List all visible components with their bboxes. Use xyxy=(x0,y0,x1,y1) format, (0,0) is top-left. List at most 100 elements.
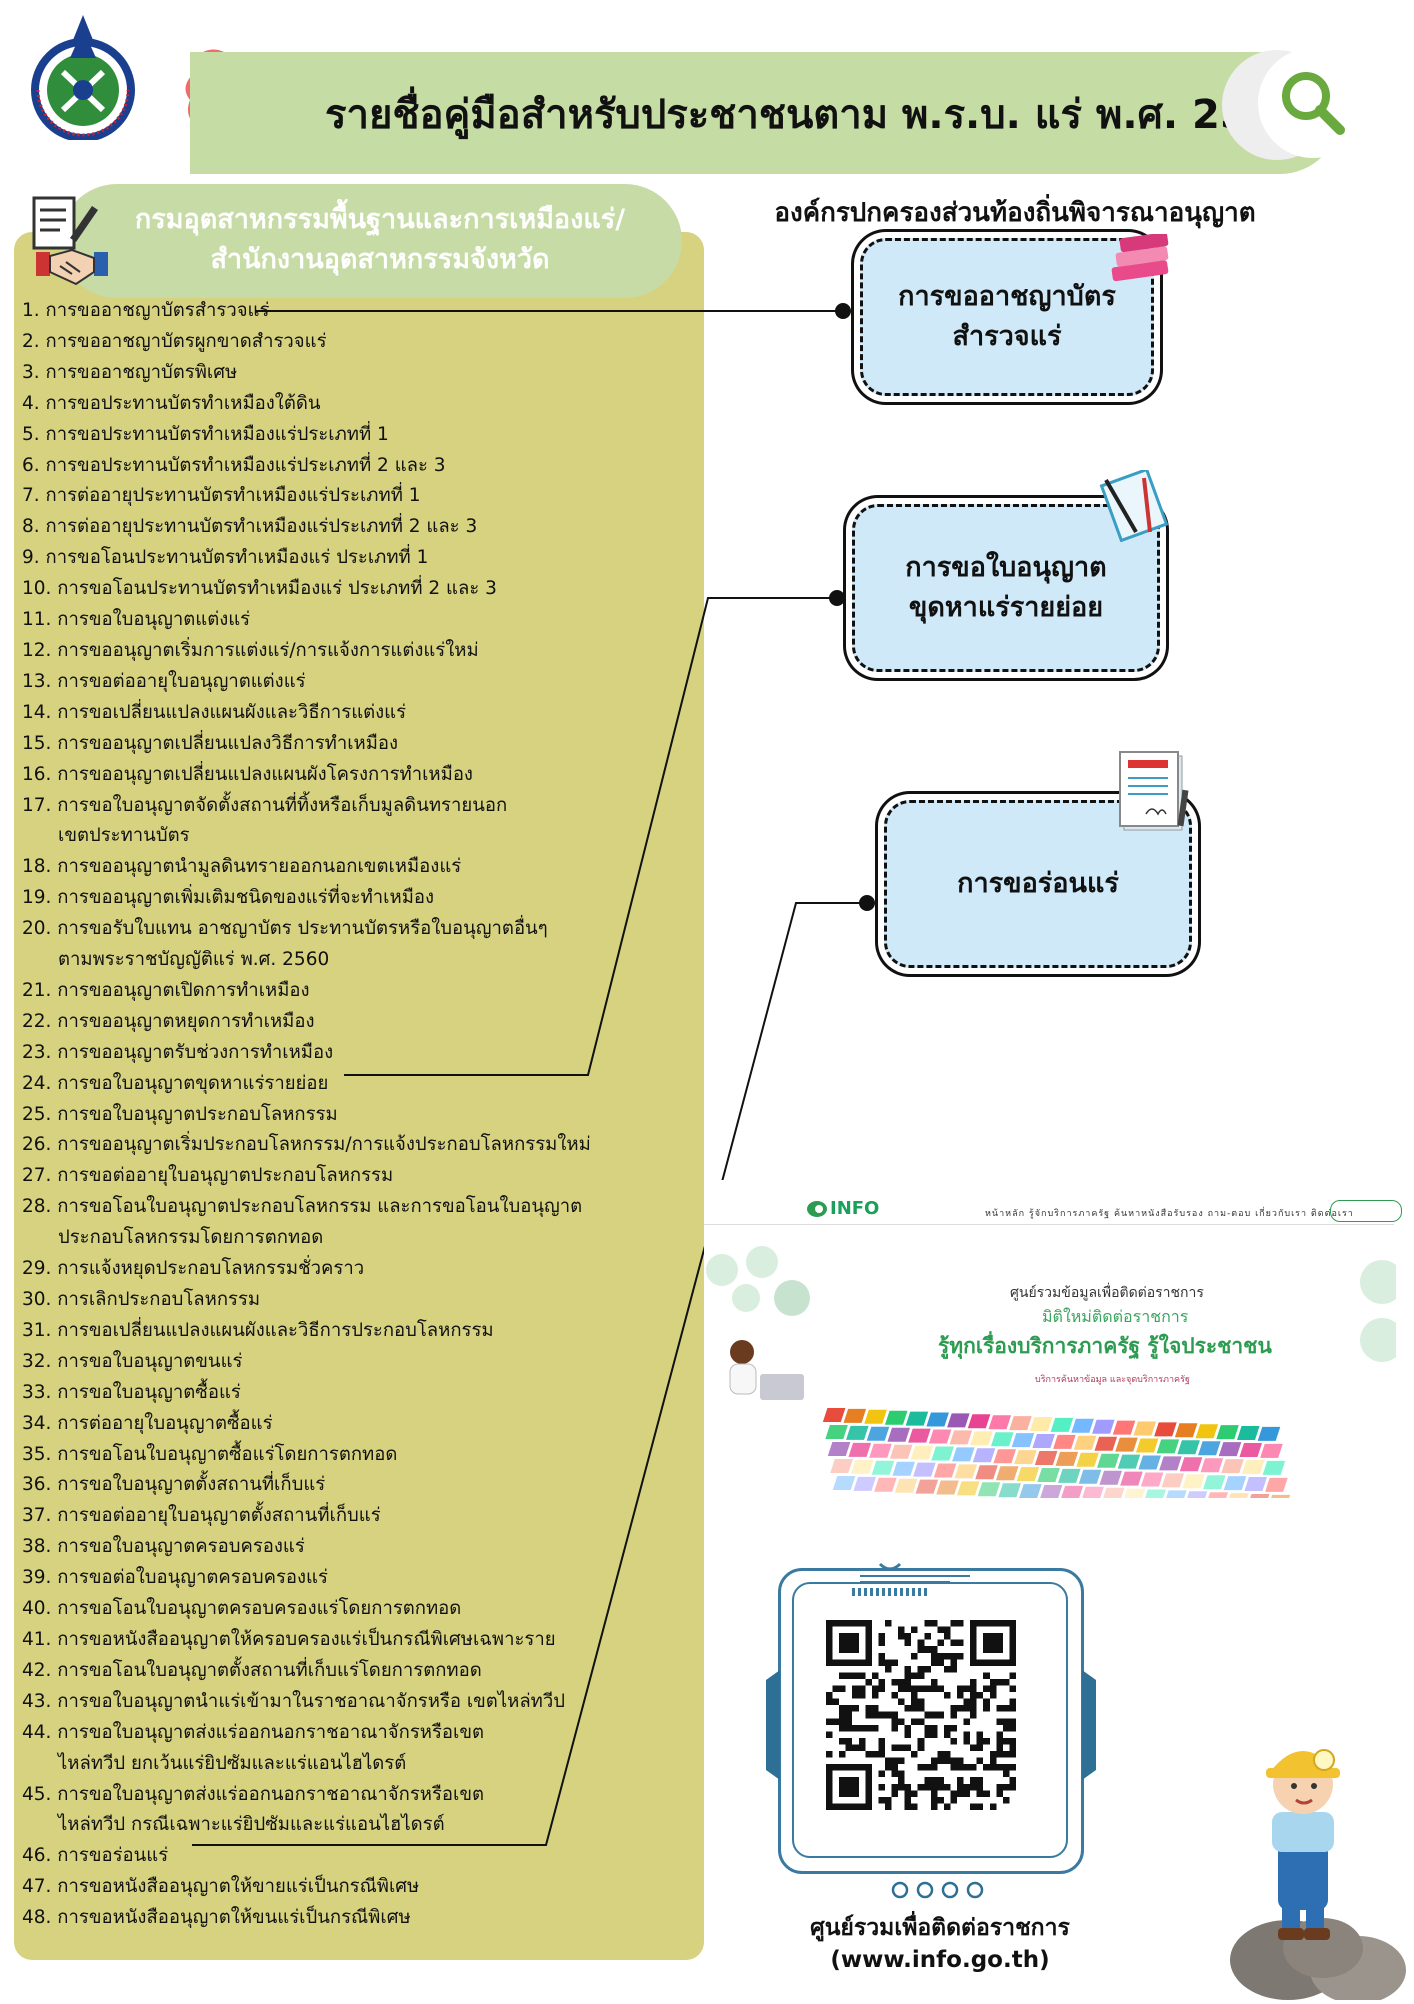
person-laptop-illustration xyxy=(712,1330,822,1410)
procedure-item: 32. การขอใบอนุญาตขนแร่ xyxy=(22,1347,692,1378)
procedure-item: 31. การขอเปลี่ยนแปลงแผนผังและวิธีการประก… xyxy=(22,1316,692,1347)
procedure-item-text: 25. การขอใบอนุญาตประกอบโลหกรรม xyxy=(22,1103,338,1125)
dpim-logo xyxy=(18,10,148,142)
procedure-item-text: 44. การขอใบอนุญาตส่งแร่ออกนอกราชอาณาจักร… xyxy=(22,1721,484,1743)
website-menu: หน้าหลัก รู้จักบริการภาครัฐ ค้นหาหนังสือ… xyxy=(985,1209,1354,1219)
procedure-item: 4. การขอประทานบัตรทำเหมืองใต้ดิน xyxy=(22,389,692,420)
procedure-item-text: 10. การขอโอนประทานบัตรทำเหมืองแร่ ประเภท… xyxy=(22,578,497,600)
procedure-item: 24. การขอใบอนุญาตขุดหาแร่รายย่อย xyxy=(22,1069,692,1100)
website-hero-icons xyxy=(704,1240,844,1330)
procedure-item-text: 32. การขอใบอนุญาตขนแร่ xyxy=(22,1350,243,1372)
procedure-item-text: 38. การขอใบอนุญาตครอบครองแร่ xyxy=(22,1536,305,1558)
procedure-item: 27. การขอต่ออายุใบอนุญาตประกอบโลหกรรม xyxy=(22,1161,692,1192)
procedure-item: 20. การขอรับใบแทน อาชญาบัตร ประทานบัตรหร… xyxy=(22,914,692,976)
procedure-item-text: 35. การขอโอนใบอนุญาตซื้อแร่โดยการตกทอด xyxy=(22,1443,398,1465)
procedure-item: 14. การขอเปลี่ยนแปลงแผนผังและวิธีการแต่ง… xyxy=(22,698,692,729)
procedure-item-text: 4. การขอประทานบัตรทำเหมืองใต้ดิน xyxy=(22,392,321,414)
procedure-item-text: 2. การขออาชญาบัตรผูกขาดสำรวจแร่ xyxy=(22,330,327,352)
procedure-item: 7. การต่ออายุประทานบัตรทำเหมืองแร่ประเภท… xyxy=(22,481,692,512)
procedure-item: 18. การขออนุญาตนำมูลดินทรายออกนอกเขตเหมื… xyxy=(22,852,692,883)
procedure-item-text: 30. การเลิกประกอบโลหกรรม xyxy=(22,1289,261,1310)
document-pen-icon xyxy=(30,196,100,250)
info-logo-icon xyxy=(806,1200,828,1218)
qr-caption-line-1: ศูนย์รวมเพื่อติดต่อราชการ xyxy=(810,1915,1070,1941)
department-line-1: กรมอุตสาหกรรมพื้นฐานและการเหมืองแร่/ xyxy=(134,204,626,235)
procedure-item-text: 16. การขออนุญาตเปลี่ยนแปลงแผนผังโครงการท… xyxy=(22,763,473,785)
search-icon xyxy=(1258,48,1368,158)
procedure-item: 21. การขออนุญาตเปิดการทำเหมือง xyxy=(22,976,692,1007)
qr-code xyxy=(826,1620,1016,1810)
procedure-item-text: 13. การขอต่ออายุใบอนุญาตแต่งแร่ xyxy=(22,670,306,692)
procedure-item: 44. การขอใบอนุญาตส่งแร่ออกนอกราชอาณาจักร… xyxy=(22,1718,692,1780)
procedure-item-text: 27. การขอต่ออายุใบอนุญาตประกอบโลหกรรม xyxy=(22,1165,394,1187)
qr-caption: ศูนย์รวมเพื่อติดต่อราชการ (www.info.go.t… xyxy=(760,1912,1120,1976)
bubble-small-mining-license: การขอใบอนุญาต ขุดหาแร่รายย่อย xyxy=(852,504,1160,672)
procedure-item: 15. การขออนุญาตเปลี่ยนแปลงวิธีการทำเหมือ… xyxy=(22,729,692,760)
procedure-item: 47. การขอหนังสืออนุญาตให้ขายแร่เป็นกรณีพ… xyxy=(22,1872,692,1903)
procedure-item-text: 24. การขอใบอนุญาตขุดหาแร่รายย่อย xyxy=(22,1072,329,1094)
procedure-item: 6. การขอประทานบัตรทำเหมืองแร่ประเภทที่ 2… xyxy=(22,451,692,482)
website-tagline: บริการค้นหาข้อมูล และจุดบริการภาครัฐ xyxy=(1035,1375,1190,1385)
procedure-item-text: 34. การต่ออายุใบอนุญาตซื้อแร่ xyxy=(22,1412,273,1434)
procedure-item: 12. การขออนุญาตเริ่มการแต่งแร่/การแจ้งกา… xyxy=(22,636,692,667)
handshake-icon xyxy=(36,244,108,288)
procedure-item-text: 14. การขอเปลี่ยนแปลงแผนผังและวิธีการแต่ง… xyxy=(22,701,407,723)
website-navbar xyxy=(704,1190,1394,1225)
bubble-exploration-license: การขออาชญาบัตร สำรวจแร่ xyxy=(860,238,1154,396)
website-side-icons xyxy=(1356,1256,1404,1366)
procedure-item: 33. การขอใบอนุญาตซื้อแร่ xyxy=(22,1378,692,1409)
qr-caption-line-2: (www.info.go.th) xyxy=(830,1947,1050,1973)
qr-frame-decor-top xyxy=(820,1558,980,1598)
procedure-item-text: 46. การขอร่อนแร่ xyxy=(22,1845,169,1867)
procedure-item: 5. การขอประทานบัตรทำเหมืองแร่ประเภทที่ 1 xyxy=(22,420,692,451)
procedure-item-text: 17. การขอใบอนุญาตจัดตั้งสถานที่ทิ้งหรือเ… xyxy=(22,794,508,816)
procedure-item: 45. การขอใบอนุญาตส่งแร่ออกนอกราชอาณาจักร… xyxy=(22,1780,692,1842)
bubble1-line-2: สำรวจแร่ xyxy=(952,321,1062,352)
procedure-item: 17. การขอใบอนุญาตจัดตั้งสถานที่ทิ้งหรือเ… xyxy=(22,791,692,853)
procedure-list-panel xyxy=(14,232,704,1960)
procedure-item-text: 28. การขอโอนใบอนุญาตประกอบโลหกรรม และการ… xyxy=(22,1196,583,1218)
procedure-item-text: 48. การขอหนังสืออนุญาตให้ขนแร่เป็นกรณีพิ… xyxy=(22,1907,411,1929)
procedure-item-text: 36. การขอใบอนุญาตตั้งสถานที่เก็บแร่ xyxy=(22,1474,326,1496)
procedure-item-continuation: ตามพระราชบัญญัติแร่ พ.ศ. 2560 xyxy=(58,949,330,971)
procedure-item: 35. การขอโอนใบอนุญาตซื้อแร่โดยการตกทอด xyxy=(22,1440,692,1471)
procedure-item-text: 37. การขอต่ออายุใบอนุญาตตั้งสถานที่เก็บแ… xyxy=(22,1505,381,1527)
procedure-item: 25. การขอใบอนุญาตประกอบโลหกรรม xyxy=(22,1100,692,1131)
procedure-item-text: 47. การขอหนังสืออนุญาตให้ขายแร่เป็นกรณีพ… xyxy=(22,1876,420,1898)
procedure-item: 48. การขอหนังสืออนุญาตให้ขนแร่เป็นกรณีพิ… xyxy=(22,1903,692,1934)
procedure-item: 43. การขอใบอนุญาตนำแร่เข้ามาในราชอาณาจัก… xyxy=(22,1687,692,1718)
procedure-item-text: 33. การขอใบอนุญาตซื้อแร่ xyxy=(22,1381,241,1403)
info-logo: INFO xyxy=(830,1198,880,1219)
document-signed-icon xyxy=(1116,748,1196,834)
procedure-item-text: 15. การขออนุญาตเปลี่ยนแปลงวิธีการทำเหมือ… xyxy=(22,732,399,754)
title-bar xyxy=(190,52,1340,174)
procedure-item: 19. การขออนุญาตเพิ่มเติมชนิดของแร่ที่จะท… xyxy=(22,883,692,914)
procedure-item-text: 3. การขออาชญาบัตรพิเศษ xyxy=(22,361,238,383)
connector-dot-2 xyxy=(829,590,845,606)
website-subtitle-2: มิติใหม่ติดต่อราชการ xyxy=(1042,1307,1189,1326)
procedure-item: 37. การขอต่ออายุใบอนุญาตตั้งสถานที่เก็บแ… xyxy=(22,1501,692,1532)
procedure-item: 46. การขอร่อนแร่ xyxy=(22,1841,692,1872)
procedure-item: 42. การขอโอนใบอนุญาตตั้งสถานที่เก็บแร่โด… xyxy=(22,1656,692,1687)
procedure-item-text: 42. การขอโอนใบอนุญาตตั้งสถานที่เก็บแร่โด… xyxy=(22,1659,482,1681)
connector-dot-1 xyxy=(835,303,851,319)
procedure-item: 28. การขอโอนใบอนุญาตประกอบโลหกรรม และการ… xyxy=(22,1192,692,1254)
procedure-item-text: 39. การขอต่อใบอนุญาตครอบครองแร่ xyxy=(22,1567,328,1589)
qr-frame-side-bars xyxy=(766,1670,1096,1780)
notebook-pen-icon xyxy=(1092,467,1170,543)
procedure-item: 26. การขออนุญาตเริ่มประกอบโลหกรรม/การแจ้… xyxy=(22,1130,692,1161)
bubble-ore-panning: การขอร่อนแร่ xyxy=(884,800,1192,968)
books-icon xyxy=(1108,232,1174,286)
procedure-item-continuation: ไหล่ทวีป ยกเว้นแร่ยิปซัมและแร่แอนไฮไดรต์ xyxy=(58,1752,407,1774)
procedure-item-text: 1. การขออาชญาบัตรสำรวจแร่ xyxy=(22,300,270,321)
procedure-item: 40. การขอโอนใบอนุญาตครอบครองแร่โดยการตกท… xyxy=(22,1594,692,1625)
procedure-item-text: 45. การขอใบอนุญาตส่งแร่ออกนอกราชอาณาจักร… xyxy=(22,1783,484,1805)
procedure-item-text: 19. การขออนุญาตเพิ่มเติมชนิดของแร่ที่จะท… xyxy=(22,887,435,909)
procedure-item-text: 21. การขออนุญาตเปิดการทำเหมือง xyxy=(22,979,310,1001)
procedure-list: 1. การขออาชญาบัตรสำรวจแร่ 2. การขออาชญาบั… xyxy=(22,296,692,1934)
procedure-item-text: 8. การต่ออายุประทานบัตรทำเหมืองแร่ประเภท… xyxy=(22,516,478,538)
procedure-item-text: 31. การขอเปลี่ยนแปลงแผนผังและวิธีการประก… xyxy=(22,1319,494,1341)
department-line-2: สำนักงานอุตสาหกรรมจังหวัด xyxy=(210,244,550,275)
procedure-item-text: 20. การขอรับใบแทน อาชญาบัตร ประทานบัตรหร… xyxy=(22,918,548,940)
website-subtitle: ศูนย์รวมข้อมูลเพื่อติดต่อราชการ xyxy=(1010,1285,1204,1301)
